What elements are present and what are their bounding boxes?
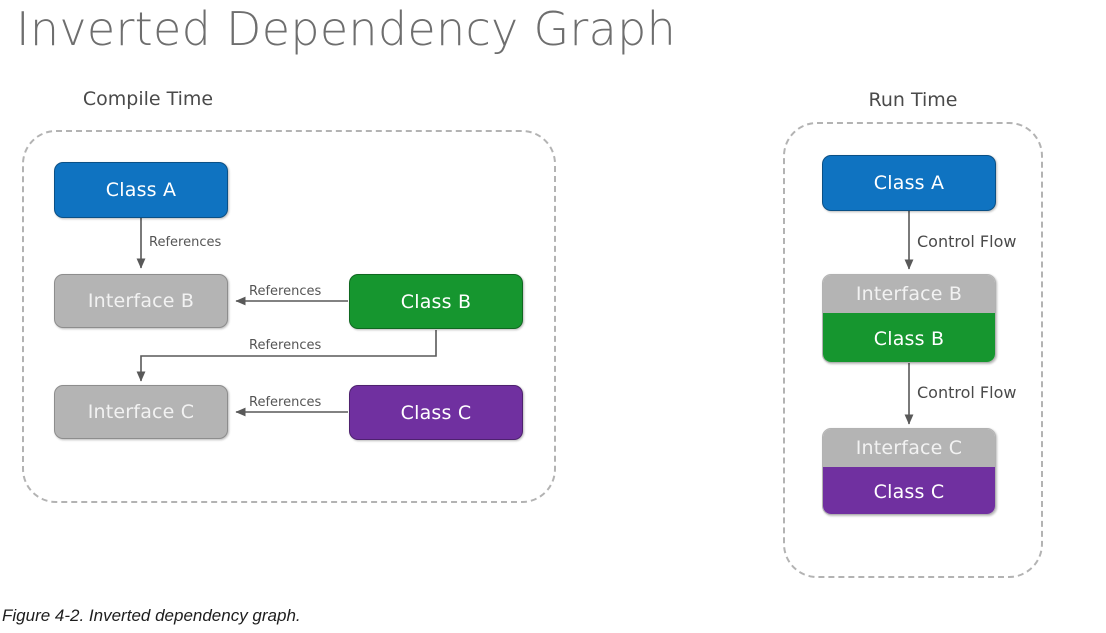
compile-node-interface-c[interactable]: Interface C (54, 385, 228, 439)
runtime-node-interface-b[interactable]: Interface B (823, 275, 995, 313)
compile-time-group-label: Compile Time (82, 88, 214, 110)
compile-time-group (22, 130, 556, 503)
runtime-edge-label-classb-classc: Control Flow (917, 383, 1017, 402)
compile-edge-label-classa-interfaceb: References (149, 235, 222, 250)
runtime-node-class-a[interactable]: Class A (822, 155, 996, 211)
compile-edge-label-classc-interfacec: References (249, 395, 322, 410)
compile-edge-label-classb-interfacec: References (249, 338, 322, 353)
runtime-edge-label-classa-classb: Control Flow (917, 232, 1017, 251)
runtime-stack-b[interactable]: Interface B Class B (822, 274, 996, 363)
runtime-node-class-c[interactable]: Class C (823, 467, 995, 514)
compile-node-class-c[interactable]: Class C (349, 385, 523, 440)
compile-node-class-b[interactable]: Class B (349, 274, 523, 329)
compile-node-interface-b[interactable]: Interface B (54, 274, 228, 328)
runtime-stack-c[interactable]: Interface C Class C (822, 428, 996, 515)
compile-node-class-a[interactable]: Class A (54, 162, 228, 218)
run-time-group (783, 122, 1043, 578)
run-time-group-label: Run Time (868, 89, 958, 111)
compile-edge-label-classb-interfaceb: References (249, 284, 322, 299)
runtime-node-class-b[interactable]: Class B (823, 313, 995, 362)
page-title: Inverted Dependency Graph (16, 2, 677, 56)
runtime-node-interface-c[interactable]: Interface C (823, 429, 995, 467)
figure-caption: Figure 4-2. Inverted dependency graph. (2, 606, 301, 625)
